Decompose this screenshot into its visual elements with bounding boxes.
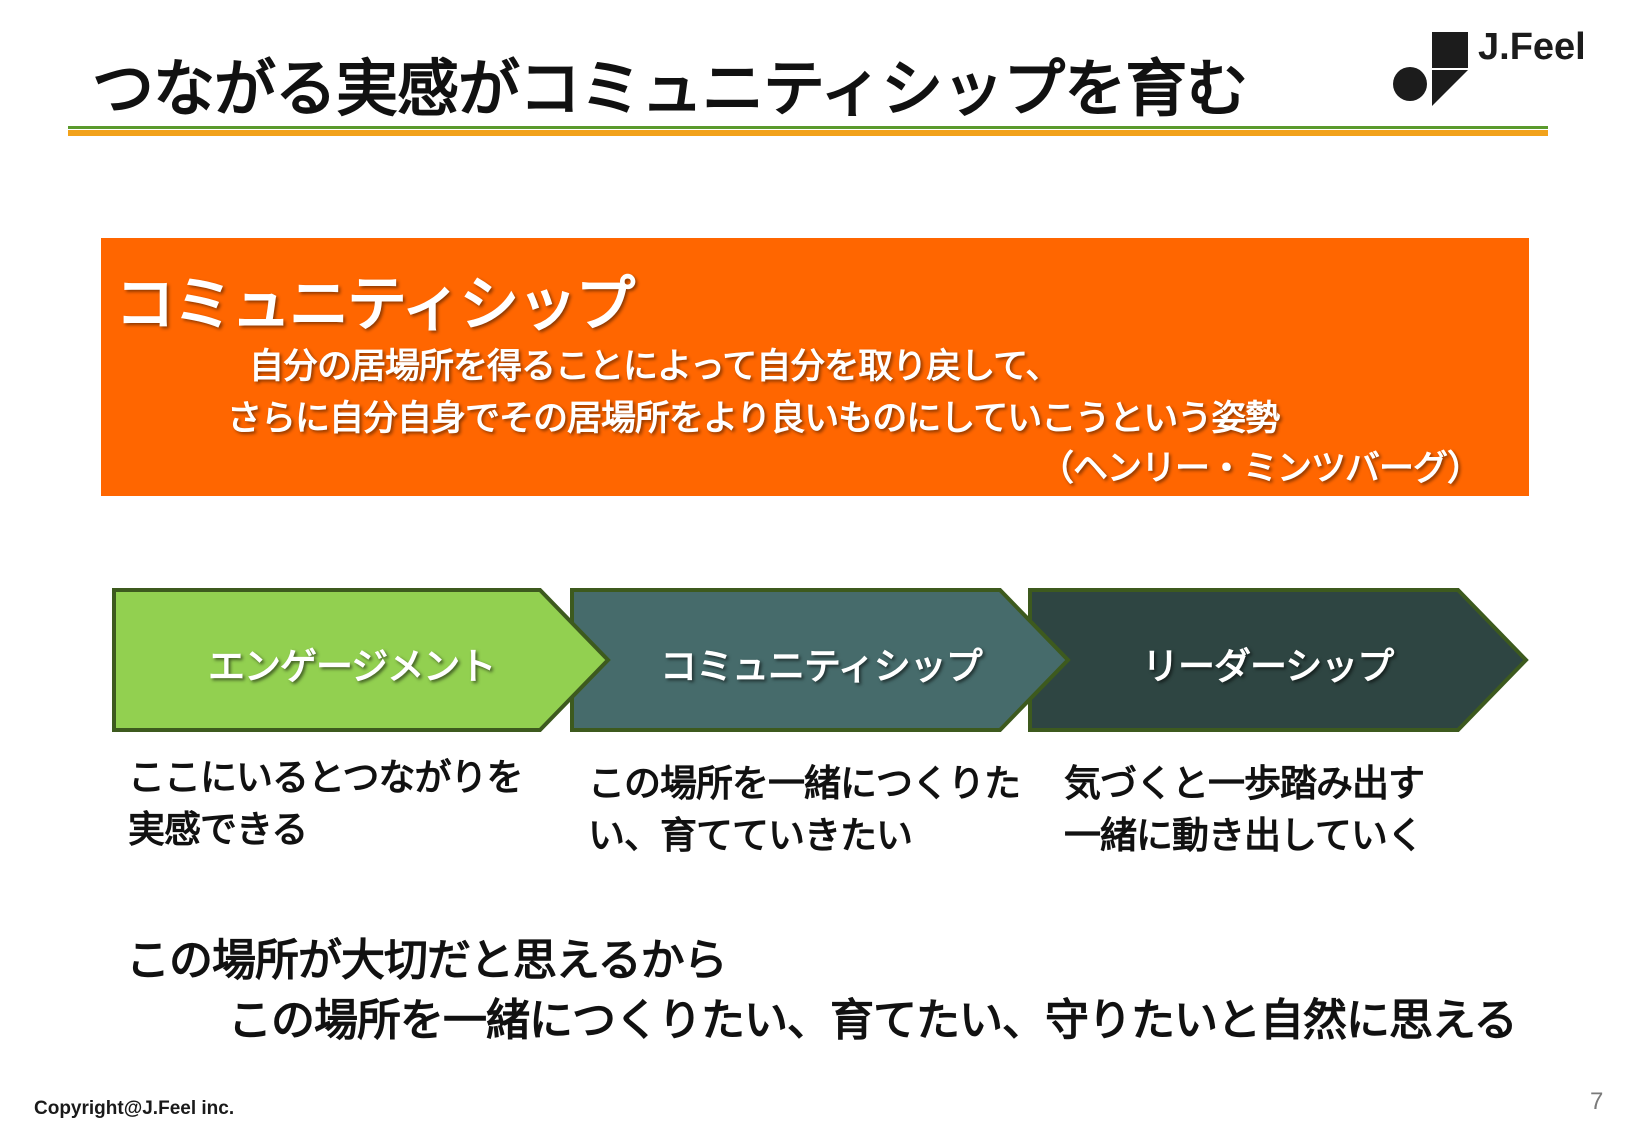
slide-title: つながる実感がコミュニティシップを育む	[92, 52, 1248, 125]
logo-circle-mark	[1393, 67, 1427, 101]
title-rule-green	[68, 126, 1548, 129]
stage-desc-leadership-line-1: 気づくと一歩踏み出す	[1064, 762, 1425, 805]
stage-label-engagement: エンゲージメント	[208, 645, 496, 688]
chevron-engagement	[112, 588, 611, 732]
stage-desc-communityship-line-2: い、育てていきたい	[588, 814, 913, 857]
stage-label-communityship: コミュニティシップ	[660, 645, 983, 688]
stage-desc-engagement: ここにいるとつながりを 実感できる	[128, 752, 524, 856]
jfeel-logo-icon	[1393, 32, 1468, 106]
logo-wordmark: J.Feel	[1478, 26, 1586, 68]
stage-desc-communityship-line-1: この場所を一緒につくりた	[588, 762, 1021, 805]
quote-heading: コミュニティシップ	[115, 270, 635, 340]
quote-box: コミュニティシップ 自分の居場所を得ることによって自分を取り戻して、 さらに自分…	[101, 238, 1529, 496]
summary-line-2: この場所を一緒につくりたい、育てたい、守りたいと自然に思える	[228, 995, 1518, 1046]
page-number: 7	[1590, 1088, 1604, 1115]
chevron-leadership	[1028, 588, 1529, 732]
stage-desc-leadership: 気づくと一歩踏み出す 一緒に動き出していく	[1064, 758, 1425, 862]
stage-desc-engagement-line-2: 実感できる	[128, 808, 308, 851]
chevron-communityship	[570, 588, 1071, 732]
stage-label-leadership: リーダーシップ	[1142, 645, 1394, 688]
stage-desc-engagement-line-1: ここにいるとつながりを	[128, 756, 524, 799]
logo-triangle-mark	[1432, 70, 1468, 106]
copyright-notice: Copyright@J.Feel inc.	[34, 1098, 235, 1119]
quote-line-1: 自分の居場所を得ることによって自分を取り戻して、	[249, 347, 1060, 387]
logo-square-mark	[1432, 32, 1468, 68]
summary-line-1: この場所が大切だと思えるから	[126, 935, 728, 986]
quote-line-2: さらに自分自身でその居場所をより良いものにしていこうという姿勢	[227, 399, 1280, 439]
stage-desc-leadership-line-2: 一緒に動き出していく	[1064, 814, 1424, 857]
stage-desc-communityship: この場所を一緒につくりた い、育てていきたい	[588, 758, 1021, 862]
title-rule-orange	[68, 130, 1548, 136]
quote-author: （ヘンリー・ミンツバーグ）	[1038, 449, 1482, 489]
